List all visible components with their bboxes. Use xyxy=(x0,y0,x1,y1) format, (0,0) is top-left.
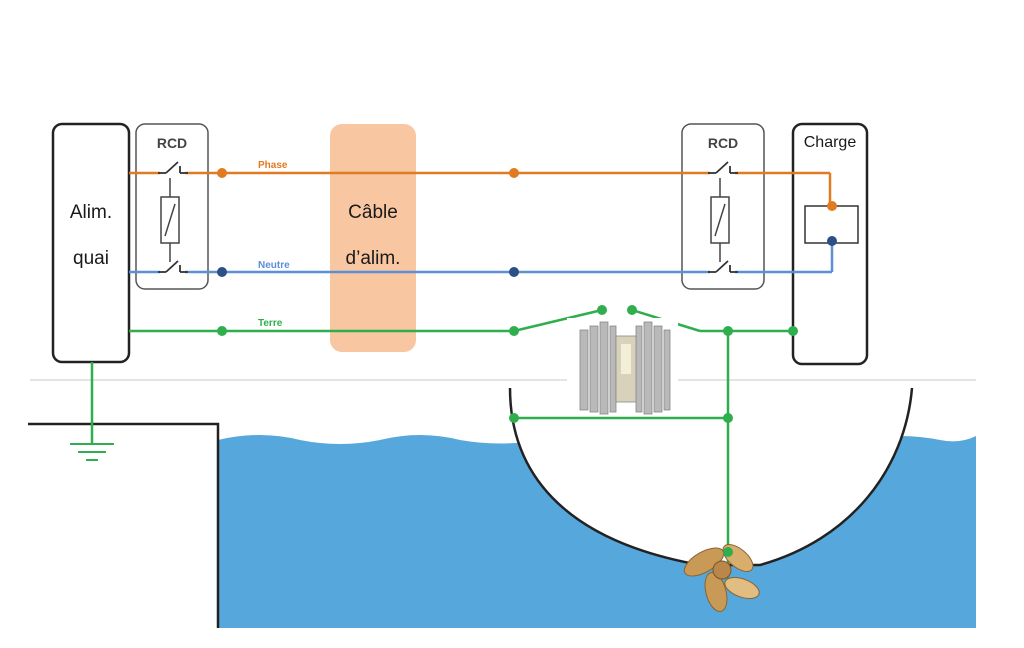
rcd-left-label: RCD xyxy=(157,135,187,151)
phase-junctions xyxy=(217,168,837,211)
dock-outline xyxy=(28,422,220,628)
phase-wire xyxy=(129,171,832,206)
rcd-right-label: RCD xyxy=(708,135,738,151)
neutral-label: Neutre xyxy=(258,260,290,271)
earth-wire xyxy=(90,308,793,580)
neutral-wire xyxy=(129,243,834,274)
rcd-left-contacts xyxy=(158,161,188,273)
cable-label-line2: d’alim. xyxy=(346,248,401,269)
neutral-junctions xyxy=(217,236,837,277)
earth-junctions xyxy=(217,305,798,557)
shore-supply-label-line2: quai xyxy=(73,248,109,269)
shore-supply-box xyxy=(51,122,131,364)
supply-cable-block xyxy=(330,124,416,352)
earth-label: Terre xyxy=(258,318,283,329)
phase-label: Phase xyxy=(258,160,288,171)
load-label: Charge xyxy=(804,134,857,151)
ground-symbol-icon xyxy=(70,443,114,461)
rcd-right-contacts xyxy=(708,161,738,273)
shore-supply-label-line1: Alim. xyxy=(70,202,112,223)
galvanic-isolator-icon xyxy=(567,318,678,416)
propeller-icon xyxy=(683,544,760,612)
cable-label-line1: Câble xyxy=(348,202,398,223)
